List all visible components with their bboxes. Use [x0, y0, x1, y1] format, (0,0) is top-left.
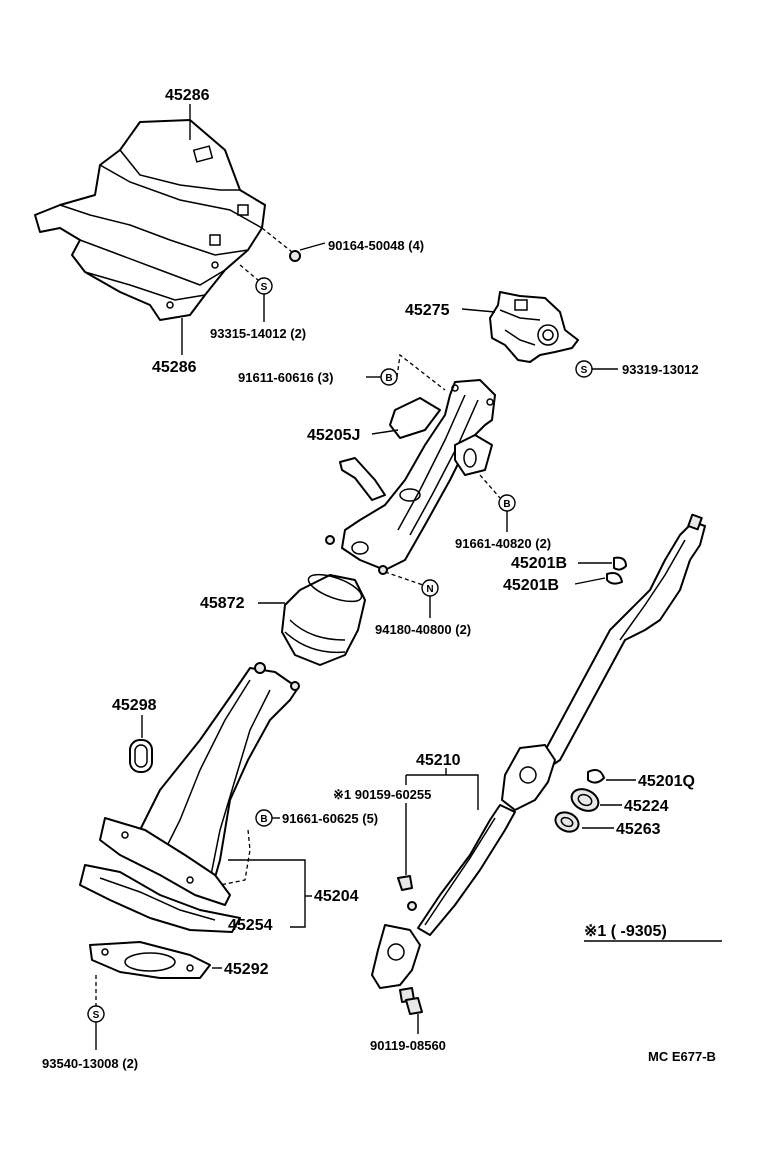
plate-45292 [89, 941, 211, 979]
label-91661-60625: 91661-60625 (5) [282, 811, 378, 826]
leader-45275 [461, 308, 496, 313]
label-45263: 45263 [616, 821, 661, 838]
svg-text:B: B [385, 373, 392, 384]
clip-45201b-icon [613, 556, 627, 571]
leader-45201b-b [574, 577, 606, 585]
snap-ring-45201q-icon [587, 769, 605, 784]
seal-45263-icon [554, 811, 580, 833]
label-45201b-b: 45201B [503, 577, 559, 594]
label-91611: 91611-60616 (3) [238, 370, 333, 385]
drawing-code: MC E677-B [648, 1049, 716, 1064]
label-93540: 93540-13008 (2) [42, 1056, 138, 1071]
gasket-45254 [79, 864, 241, 933]
svg-text:B: B [260, 814, 267, 825]
label-45872: 45872 [200, 595, 245, 612]
label-94180: 94180-40800 (2) [375, 622, 471, 637]
label-90159: ※1 90159-60255 [333, 787, 431, 802]
note-applicability: ※1 ( -9305) [584, 923, 667, 940]
dash-91661-60625 [219, 829, 251, 886]
label-45286-top: 45286 [165, 87, 210, 104]
bolt-90119-icon [399, 987, 423, 1015]
label-93315: 93315-14012 (2) [210, 326, 306, 341]
s-badge-icon: S [575, 360, 593, 378]
column-tube-45205j [325, 379, 496, 575]
grommet-45298 [129, 739, 153, 773]
boot-45872 [281, 573, 366, 666]
clip-45201b-icon [606, 572, 623, 585]
leader-90164 [299, 242, 326, 251]
label-45204: 45204 [314, 888, 359, 905]
label-45275: 45275 [405, 302, 450, 319]
b-badge-icon: B [498, 494, 516, 512]
label-93319: 93319-13012 [622, 362, 699, 377]
svg-text:S: S [581, 365, 588, 376]
bracket-45210 [405, 774, 479, 810]
dash-91661-40820 [479, 474, 501, 499]
b-badge-icon: B [255, 809, 273, 827]
label-45201b-a: 45201B [511, 555, 567, 572]
label-45210: 45210 [416, 752, 461, 769]
label-45292: 45292 [224, 961, 269, 978]
s-badge-icon: S [255, 277, 273, 295]
bolt-90159-icon [397, 875, 413, 891]
s-badge-icon: S [87, 1005, 105, 1023]
bracket-45204 [228, 859, 306, 928]
leader-45205j [371, 429, 399, 435]
dash-91611 [396, 353, 446, 391]
label-45201q: 45201Q [638, 773, 695, 790]
label-90119: 90119-08560 [370, 1038, 446, 1053]
svg-text:S: S [93, 1010, 100, 1021]
svg-text:S: S [261, 282, 268, 293]
label-45254: 45254 [228, 917, 273, 934]
column-cover-upper [34, 119, 266, 321]
label-45286-bottom: 45286 [152, 359, 197, 376]
dash-93315 [239, 264, 259, 281]
bearing-45224-icon [570, 788, 600, 812]
label-91661-40820: 91661-40820 (2) [455, 536, 551, 551]
column-bracket-45204 [99, 662, 300, 906]
intermediate-shaft-45210 [371, 744, 556, 989]
label-45224: 45224 [624, 798, 669, 815]
n-badge-icon: N [421, 579, 439, 597]
screw-90164-icon [261, 227, 301, 262]
svg-text:N: N [426, 584, 433, 595]
svg-text:B: B [503, 499, 510, 510]
label-90164: 90164-50048 (4) [328, 238, 424, 253]
switch-bracket-45275 [489, 291, 579, 363]
dash-94180 [384, 571, 424, 586]
main-shaft [539, 513, 706, 769]
label-45205j: 45205J [307, 427, 360, 444]
label-45298: 45298 [112, 697, 157, 714]
b-badge-icon: B [380, 368, 398, 386]
